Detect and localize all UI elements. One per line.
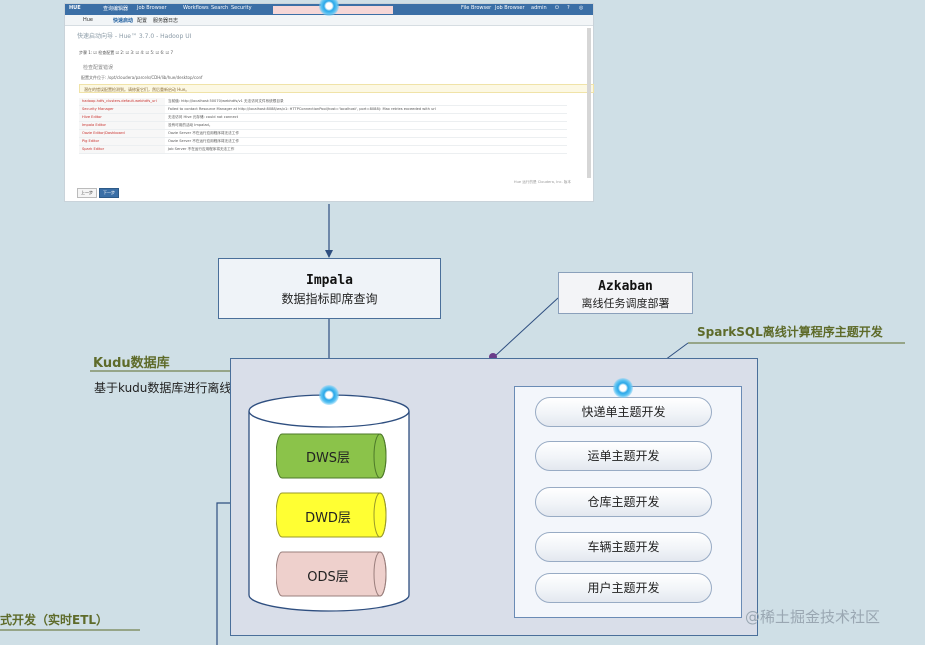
page-title: 快速启动向导 - Hue™ 3.7.0 - Hadoop UI xyxy=(77,33,192,40)
kudu-title: Kudu数据库 xyxy=(93,356,170,371)
azkaban-box: Azkaban 离线任务调度部署 xyxy=(558,272,693,314)
topic-item: 快递单主题开发 xyxy=(535,397,712,427)
row-value: Job Server 不在运行应用程序将无法工作 xyxy=(165,145,567,154)
config-error-table: hadoop.hdfs_clusters.default.webhdfs_url… xyxy=(79,98,567,154)
topic-item: 车辆主题开发 xyxy=(535,532,712,562)
row-value: Oozie Server 不在运行应用程序将无法工作 xyxy=(165,137,567,146)
row-key: hadoop.hdfs_clusters.default.webhdfs_url xyxy=(79,98,165,106)
logout-icon[interactable]: ⏻ xyxy=(555,5,559,11)
row-value: 没有可用的活动 Impalad。 xyxy=(165,121,567,130)
row-value: Oozie Server 不在运行应用程序将无法工作 xyxy=(165,129,567,138)
section-title: 检查配置错误 xyxy=(83,65,114,71)
row-key: Hive Editor xyxy=(79,113,165,122)
config-path-hint: 配置文件位于: /opt/cloudera/parcels/CDH/lib/hu… xyxy=(81,75,203,80)
tab-config[interactable]: 配置 xyxy=(137,18,148,24)
topic-item: 运单主题开发 xyxy=(535,441,712,471)
azkaban-title: Azkaban xyxy=(598,279,653,294)
nav-item[interactable]: Job Browser xyxy=(495,5,525,11)
layer-dwd-shape xyxy=(276,492,387,538)
next-button[interactable]: 下一步 xyxy=(99,188,119,198)
tab-server-logs[interactable]: 服务器日志 xyxy=(153,18,179,24)
watermark: @稀土掘金技术社区 xyxy=(745,608,881,626)
nav-item[interactable]: Job Browser xyxy=(137,5,167,11)
row-key: Spark Editor xyxy=(79,145,165,154)
layer-dws-label: DWS层 xyxy=(305,451,351,466)
nav-user[interactable]: admin xyxy=(531,5,547,11)
row-key: Pig Editor xyxy=(79,137,165,146)
row-key: Impala Editor xyxy=(79,121,165,130)
help-icon[interactable]: ? xyxy=(567,5,570,11)
tab-quick-start[interactable]: 快速启动 xyxy=(113,18,134,24)
settings-icon[interactable]: ◎ xyxy=(579,5,584,11)
warning-banner: 潜在的错误配置检测到。请修复它们，然后重新启动 Hue。 xyxy=(79,84,594,93)
row-value: 当前值: http://localhost:50070/webhdfs/v1 无… xyxy=(165,98,567,106)
hue-screenshot: HUE 查询编辑器 Job Browser Workflows Search S… xyxy=(65,4,594,201)
step-checks[interactable]: 步骤 1: ☑ 检查配置 ☑ 2: ☑ 3: ☑ 4: ☑ 5: ☑ 6: ☑ … xyxy=(79,50,174,55)
hue-tabs: Hue 快速启动 配置 服务器日志 xyxy=(65,15,593,26)
hue-logo: HUE xyxy=(69,5,81,11)
azkaban-subtitle: 离线任务调度部署 xyxy=(581,297,670,310)
wizard-buttons: 上一步下一步 xyxy=(77,179,121,198)
impala-box: Impala 数据指标即席查询 xyxy=(218,258,441,319)
sparksql-label: SparkSQL离线计算程序主题开发 xyxy=(697,325,883,339)
glow-marker-top xyxy=(319,0,339,16)
layer-ods-label: ODS层 xyxy=(307,570,349,585)
row-value: Failed to contact Resource Manager at ht… xyxy=(165,105,567,114)
glow-marker-topics xyxy=(613,378,633,398)
row-value: 无法访问 Hive 元存储: could not connect xyxy=(165,113,567,122)
nav-item[interactable]: Security xyxy=(231,5,252,11)
row-key: Oozie Editor/Dashboard xyxy=(79,129,165,138)
nav-item[interactable]: 查询编辑器 xyxy=(103,6,129,12)
azkaban-callout-line xyxy=(493,297,559,358)
impala-title: Impala xyxy=(306,273,353,288)
scrollbar[interactable] xyxy=(587,28,591,178)
layer-dws-shape xyxy=(276,433,387,479)
glow-marker-kudu xyxy=(319,385,339,405)
topic-item: 用户主题开发 xyxy=(535,573,712,603)
layer-ods-shape xyxy=(276,551,387,597)
impala-subtitle: 数据指标即席查询 xyxy=(281,292,378,306)
back-button[interactable]: 上一步 xyxy=(77,188,97,198)
nav-item[interactable]: Search xyxy=(211,5,229,11)
topic-item: 仓库主题开发 xyxy=(535,487,712,517)
table-row: hadoop.hdfs_clusters.default.webhdfs_url… xyxy=(79,98,567,106)
realtime-label: 式开发（实时ETL） xyxy=(0,613,109,627)
nav-item[interactable]: File Browser xyxy=(461,5,492,11)
tab-hue[interactable]: Hue xyxy=(83,17,94,23)
footer-text: Hue 运行的是 Cloudera, Inc. 版本 xyxy=(513,180,571,184)
nav-item[interactable]: Workflows xyxy=(183,5,209,11)
layer-dwd-label: DWD层 xyxy=(305,511,351,526)
row-key: Security Manager xyxy=(79,105,165,114)
